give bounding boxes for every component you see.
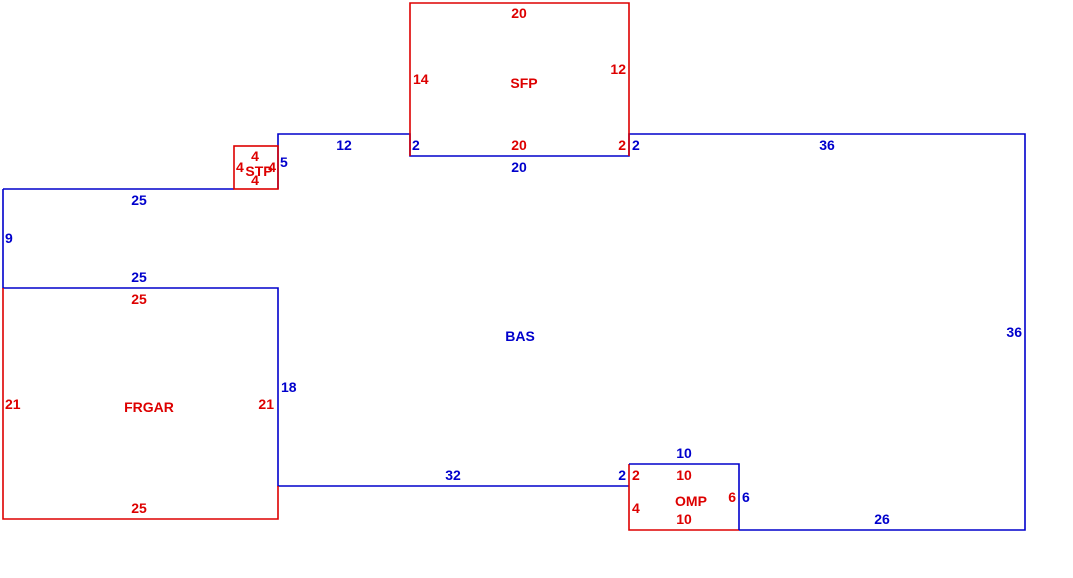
dim-sfp-bottom: 20: [511, 137, 527, 153]
dim-bas-top-right: 36: [819, 137, 835, 153]
dim-sfp-top: 20: [511, 5, 527, 21]
dim-bas-left: 9: [5, 230, 13, 246]
dim-bas-omp-right: 6: [742, 489, 750, 505]
area-label-bas: BAS: [505, 328, 535, 344]
dim-stp-top: 4: [251, 148, 259, 164]
dim-omp-right: 6: [728, 489, 736, 505]
dim-frgar-top: 25: [131, 291, 147, 307]
dim-stp-bottom: 4: [251, 172, 259, 188]
dim-frgar-left: 21: [5, 396, 21, 412]
dim-bas-left-bottom: 25: [131, 269, 147, 285]
dim-bas-bottom-right: 26: [874, 511, 890, 527]
dim-bas-omp-top: 10: [676, 445, 692, 461]
omp-outline-red: [628, 464, 739, 531]
area-label-stp: STP: [245, 163, 272, 179]
dim-sfp-left: 14: [413, 71, 429, 87]
dim-omp-left: 4: [632, 500, 640, 516]
area-label-omp: OMP: [675, 493, 707, 509]
dim-bas-frgar-side: 18: [281, 379, 297, 395]
dim-bas-omp-left: 2: [618, 467, 626, 483]
dim-omp-top: 10: [676, 467, 692, 483]
dim-frgar-bottom: 25: [131, 500, 147, 516]
dim-stp-right: 4: [268, 159, 276, 175]
dim-bas-top-left: 25: [131, 192, 147, 208]
area-label-frgar: FRGAR: [124, 399, 174, 415]
area-label-sfp: SFP: [510, 75, 537, 91]
dim-bas-sfp-bottom: 20: [511, 159, 527, 175]
dim-bas-bottom: 32: [445, 467, 461, 483]
stp-outline: [233, 145, 279, 190]
dim-sfp-right-step: 2: [618, 137, 626, 153]
dim-omp-left-top: 2: [632, 467, 640, 483]
dim-bas-sfp-left: 2: [412, 137, 420, 153]
dim-bas-stp-side: 5: [280, 154, 288, 170]
frgar-outline: [2, 288, 279, 520]
dim-frgar-right: 21: [258, 396, 274, 412]
dim-stp-left: 4: [236, 159, 244, 175]
dim-bas-sfp-right: 2: [632, 137, 640, 153]
dim-bas-top-short: 12: [336, 137, 352, 153]
dim-omp-bottom: 10: [676, 511, 692, 527]
dim-bas-right: 36: [1006, 324, 1022, 340]
omp-outline-blue: [629, 463, 740, 530]
dim-sfp-right: 12: [610, 61, 626, 77]
sfp-outline: [409, 2, 630, 156]
